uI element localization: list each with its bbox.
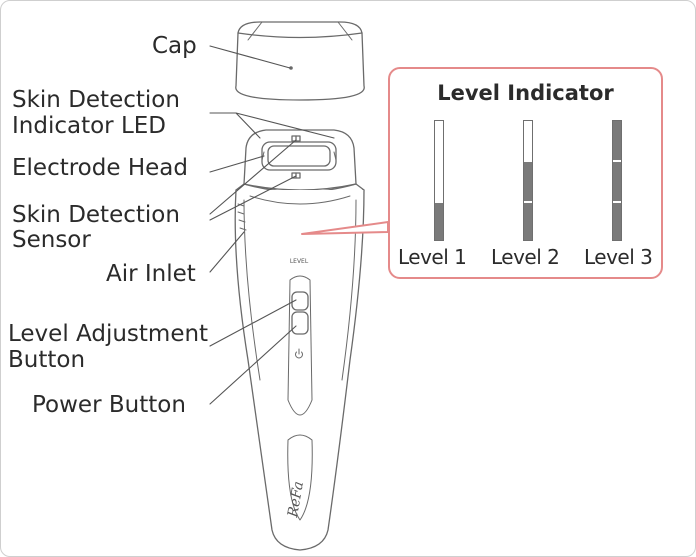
label-air-inlet: Air Inlet xyxy=(106,261,196,287)
level-2-label: Level 2 xyxy=(491,245,560,269)
level-1-label: Level 1 xyxy=(398,245,467,269)
electrode-head-part xyxy=(235,129,365,201)
label-skin-detection-led-line1: Skin Detection xyxy=(12,87,180,113)
leader-lines xyxy=(209,45,335,405)
brand-logo: ReFa xyxy=(285,480,307,519)
level-3-segment-1 xyxy=(613,203,621,240)
label-skin-detection-led-line2: Indicator LED xyxy=(12,113,167,139)
label-level-adjustment-line1: Level Adjustment xyxy=(8,321,209,347)
handle-body xyxy=(234,189,365,551)
label-electrode-head: Electrode Head xyxy=(12,155,188,181)
level-3-bar xyxy=(612,120,622,241)
level-indicator-title: Level Indicator xyxy=(437,81,614,105)
level-1-segment-2 xyxy=(435,162,443,201)
label-level-adjustment-line2: Button xyxy=(8,347,86,373)
label-skin-detection-sensor-line2: Sensor xyxy=(12,227,91,253)
level-1-segment-3 xyxy=(435,121,443,160)
level-2-segment-1 xyxy=(524,203,532,240)
level-1-segment-1 xyxy=(435,203,443,240)
label-skin-detection-sensor-line1: Skin Detection xyxy=(12,202,180,228)
level-3-segment-3 xyxy=(613,121,621,160)
device-level-text: LEVEL xyxy=(290,258,309,265)
level-2-segment-3 xyxy=(524,121,532,160)
level-3-segment-2 xyxy=(613,162,621,201)
level-indicator-panel: Level Indicator Level 1 Level 2 Level 3 xyxy=(388,67,663,279)
level-2-segment-2 xyxy=(524,162,532,201)
power-icon xyxy=(295,348,303,359)
level-3-label: Level 3 xyxy=(584,245,653,269)
level-1-bar xyxy=(434,120,444,241)
level-2-bar xyxy=(523,120,533,241)
label-cap: Cap xyxy=(152,33,197,59)
label-power-button: Power Button xyxy=(32,392,186,418)
cap-part xyxy=(235,21,365,101)
